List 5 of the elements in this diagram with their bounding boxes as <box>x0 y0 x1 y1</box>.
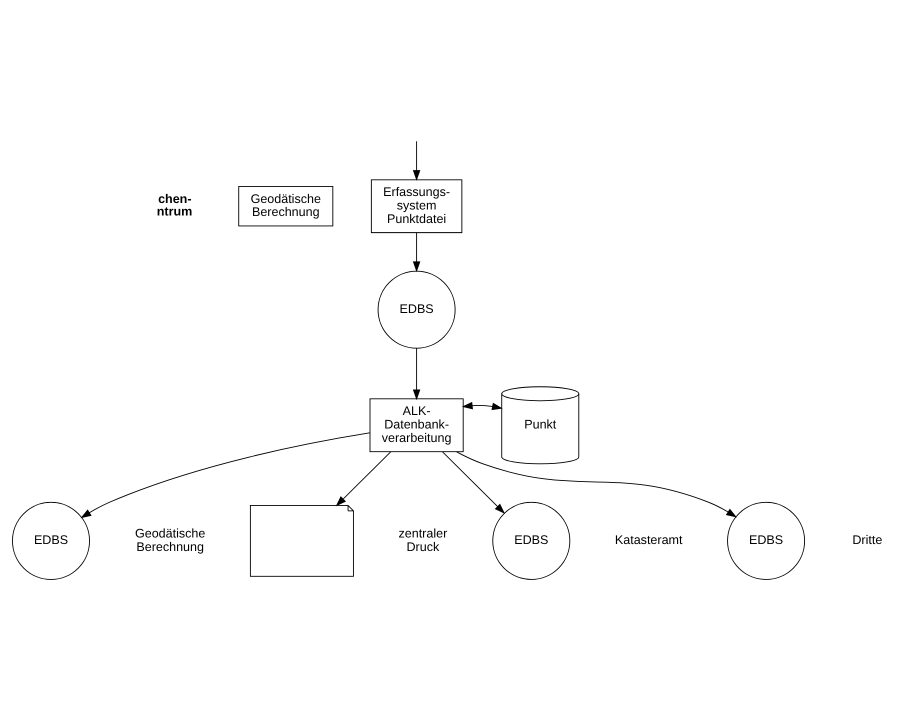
node-label: Katasteramt <box>614 532 682 547</box>
label: chen- ntrum <box>156 191 192 218</box>
node-label: Geodätische Berechnung <box>134 526 206 554</box>
node-label: Dritte <box>852 532 882 547</box>
node-label: zentraler Druck <box>398 526 448 554</box>
